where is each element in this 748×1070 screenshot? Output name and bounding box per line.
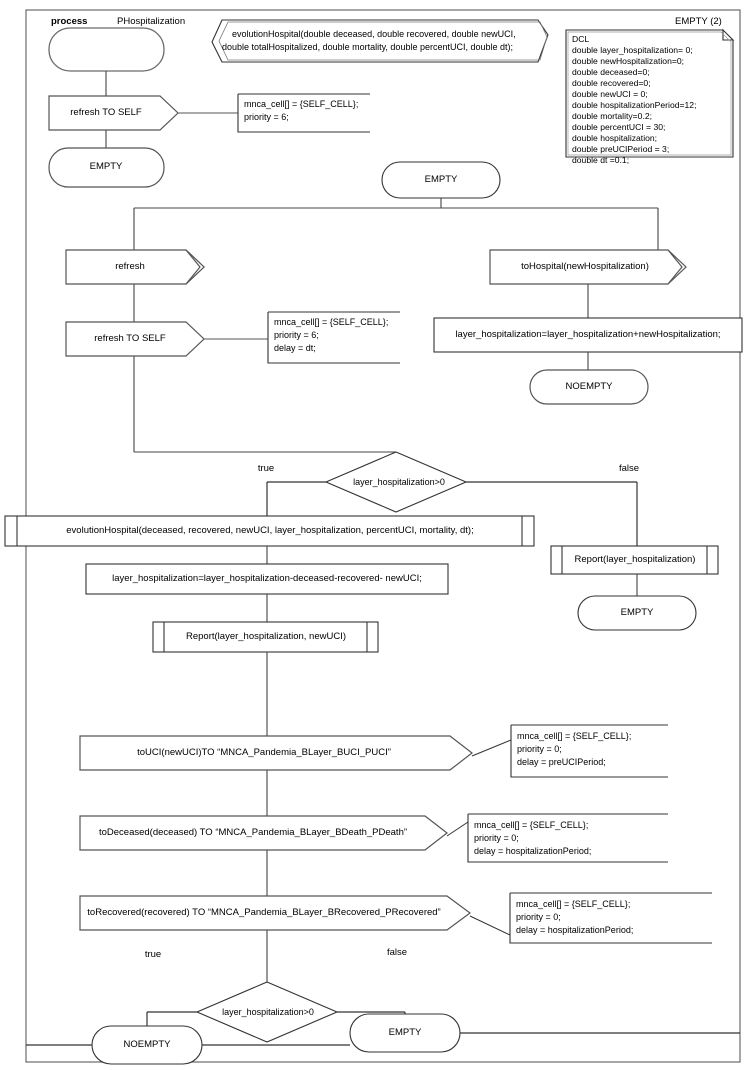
- to-recovered-send-shape: [79, 895, 472, 931]
- note-2-line-1: priority = 6;: [274, 330, 319, 340]
- refresh-receive-shape: [65, 249, 205, 285]
- dcl-line-0: DCL: [572, 34, 590, 44]
- decision-2-shape: [195, 981, 339, 1043]
- note-3-line-1: priority = 0;: [517, 744, 562, 754]
- signature-box-shape: [211, 19, 549, 63]
- note-5-line-1: priority = 0;: [516, 912, 561, 922]
- note-4-line-0: mnca_cell[] = {SELF_CELL};: [474, 820, 589, 830]
- note-4-shape: [467, 813, 668, 863]
- noempty-1-shape: [529, 369, 649, 405]
- signature-box-line2: double totalHospitalized, double mortali…: [222, 42, 514, 52]
- empty-2-shape: [381, 161, 501, 199]
- report-call-1-shape: [152, 621, 379, 653]
- decision-1-shape: [324, 451, 468, 513]
- layer-add-task-shape: [433, 317, 743, 353]
- dcl-line-3: double deceased=0;: [572, 67, 650, 77]
- dcl-line-7: double mortality=0.2;: [572, 111, 653, 121]
- note-5-line-2: delay = hospitalizationPeriod;: [516, 925, 634, 935]
- dcl-line-5: double newUCI = 0;: [572, 89, 648, 99]
- dcl-line-9: double hospitalization;: [572, 133, 658, 143]
- note-1-line-0: mnca_cell[] = {SELF_CELL};: [244, 99, 359, 109]
- note-3-line-2: delay = preUCIPeriod;: [517, 757, 606, 767]
- evolution-call-shape: [4, 515, 535, 547]
- empty-1-shape: [48, 147, 165, 188]
- refresh-to-self-1-shape: [48, 95, 179, 131]
- layer-sub-task-shape: [85, 563, 449, 595]
- noempty-2-shape: [91, 1025, 203, 1065]
- note-2-shape: [267, 311, 400, 364]
- signature-box-line1: evolutionHospital(double deceased, doubl…: [232, 29, 516, 39]
- note-3-shape: [510, 724, 668, 778]
- dcl-line-1: double layer_hospitalization= 0;: [572, 45, 693, 55]
- note-1-line-1: priority = 6;: [244, 112, 289, 122]
- note-5-line-0: mnca_cell[] = {SELF_CELL};: [516, 899, 631, 909]
- dcl-line-4: double recovered=0;: [572, 78, 651, 88]
- to-uci-send-shape: [79, 735, 473, 771]
- dcl-line-10: double preUCIPeriod = 3;: [572, 144, 670, 154]
- dcl-line-6: double hospitalizationPeriod=12;: [572, 100, 697, 110]
- dcl-line-2: double newHospitalization=0;: [572, 56, 685, 66]
- dcl-line-11: double dt =0.1;: [572, 155, 630, 165]
- note-1-shape: [237, 93, 370, 133]
- to-deceased-send-shape: [79, 815, 448, 851]
- note-4-line-2: delay = hospitalizationPeriod;: [474, 846, 592, 856]
- note-2-line-2: delay = dt;: [274, 343, 316, 353]
- report-call-2-shape: [550, 545, 719, 575]
- note-5-shape: [509, 892, 712, 944]
- to-hospital-receive-shape: [489, 249, 687, 285]
- refresh-to-self-2-shape: [65, 321, 205, 357]
- note-4-line-1: priority = 0;: [474, 833, 519, 843]
- dcl-line-8: double percentUCI = 30;: [572, 122, 666, 132]
- note-3-line-0: mnca_cell[] = {SELF_CELL};: [517, 731, 632, 741]
- note-2-line-0: mnca_cell[] = {SELF_CELL};: [274, 317, 389, 327]
- start-state-shape: [48, 27, 165, 72]
- empty-3-shape: [577, 595, 697, 631]
- empty-4-shape: [349, 1013, 461, 1053]
